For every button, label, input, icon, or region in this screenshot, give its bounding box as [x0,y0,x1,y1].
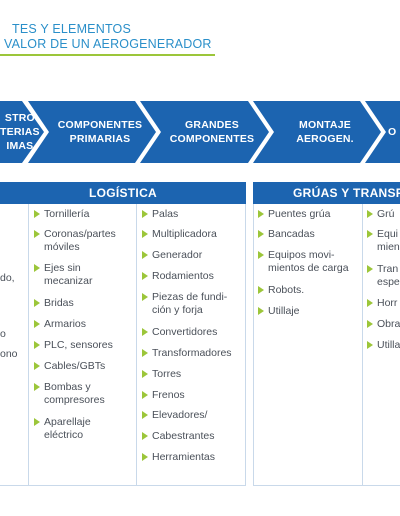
list-item: Multiplicadora [142,228,217,241]
triangle-bullet-icon [34,341,40,349]
list-item: Elevadores/ [142,409,207,422]
chevron-label-materias: STRO TERIAS IMAS [0,112,40,152]
list-item: Obra [367,318,400,331]
value-chain-arrows [0,101,400,163]
title-line-1: TES Y ELEMENTOS [12,22,132,36]
triangle-bullet-icon [367,341,373,349]
column-montaje [253,204,363,486]
triangle-bullet-icon [142,210,148,218]
list-item: Rodamientos [142,270,214,283]
category-gruas-transporte: GRÚAS Y TRANSPO [253,182,400,204]
triangle-bullet-icon [142,272,148,280]
list-item: Equipos movi- mientos de carga [258,249,349,275]
column-ultimo [362,204,400,486]
triangle-bullet-icon [34,264,40,272]
triangle-bullet-icon [34,383,40,391]
column-grandes-componentes [136,204,246,486]
list-item: Utillaje [258,305,300,318]
triangle-bullet-icon [142,251,148,259]
list-item: Frenos [142,389,185,402]
triangle-bullet-icon [367,320,373,328]
list-item: Piezas de fundi- ción y forja [142,291,227,317]
chevron-materias [0,101,44,163]
triangle-bullet-icon [142,328,148,336]
triangle-bullet-icon [142,370,148,378]
category-logistica: LOGÍSTICA [0,182,246,204]
list-item: Utilla [367,339,400,352]
triangle-bullet-icon [142,349,148,357]
triangle-bullet-icon [34,299,40,307]
chevron-grandes-componentes [140,101,269,163]
triangle-bullet-icon [367,299,373,307]
triangle-bullet-icon [142,230,148,238]
list-item: Aparellaje eléctrico [34,416,91,442]
chevron-componentes-primarias [28,101,156,163]
chevron-ultimo [365,101,400,163]
triangle-bullet-icon [258,251,264,259]
cropped-text-fragment: ono [0,348,18,360]
list-item: Convertidores [142,326,217,339]
triangle-bullet-icon [34,230,40,238]
value-chain: STRO TERIAS IMAS COMPONENTES PRIMARIAS G… [0,101,400,163]
list-item: Bancadas [258,228,315,241]
list-item: Bombas y compresores [34,381,105,407]
list-item: Palas [142,208,178,221]
chevron-montaje [253,101,381,163]
list-item: Robots. [258,284,304,297]
chevron-label-montaje: MONTAJE AEROGEN. [296,119,354,145]
list-item: PLC, sensores [34,339,113,352]
list-item: Cables/GBTs [34,360,105,373]
chevron-label-componentes-primarias: COMPONENTES PRIMARIAS [57,119,143,145]
triangle-bullet-icon [258,307,264,315]
triangle-bullet-icon [34,210,40,218]
triangle-bullet-icon [258,210,264,218]
title-underline [0,54,215,56]
list-item: Bridas [34,297,74,310]
triangle-bullet-icon [258,230,264,238]
list-item: Cabestrantes [142,430,214,443]
list-item: Torres [142,368,181,381]
cropped-text-fragment: do, [0,272,15,284]
triangle-bullet-icon [34,362,40,370]
triangle-bullet-icon [142,432,148,440]
list-item: Equi mien [367,228,400,254]
list-item: Herramientas [142,451,215,464]
triangle-bullet-icon [142,411,148,419]
list-item: Tran espe [367,263,400,289]
list-item: Ejes sin mecanizar [34,262,92,288]
list-item: Puentes grúa [258,208,330,221]
triangle-bullet-icon [142,391,148,399]
chevron-label-ultimo: O [388,126,397,138]
list-item: Generador [142,249,202,262]
triangle-bullet-icon [367,265,373,273]
list-item: Armarios [34,318,86,331]
cropped-text-fragment: o [0,328,6,340]
title-line-2: VALOR DE UN AEROGENERADOR [4,37,212,51]
list-item: Horr [367,297,397,310]
triangle-bullet-icon [142,453,148,461]
list-item: Tornillería [34,208,90,221]
triangle-bullet-icon [258,286,264,294]
triangle-bullet-icon [367,230,373,238]
triangle-bullet-icon [34,320,40,328]
list-item: Transformadores [142,347,232,360]
column-materias [0,204,29,486]
triangle-bullet-icon [142,293,148,301]
triangle-bullet-icon [367,210,373,218]
list-item: Coronas/partes móviles [34,228,116,254]
list-item: Grú [367,208,395,221]
triangle-bullet-icon [34,418,40,426]
chevron-label-grandes-componentes: GRANDES COMPONENTES [169,119,255,145]
